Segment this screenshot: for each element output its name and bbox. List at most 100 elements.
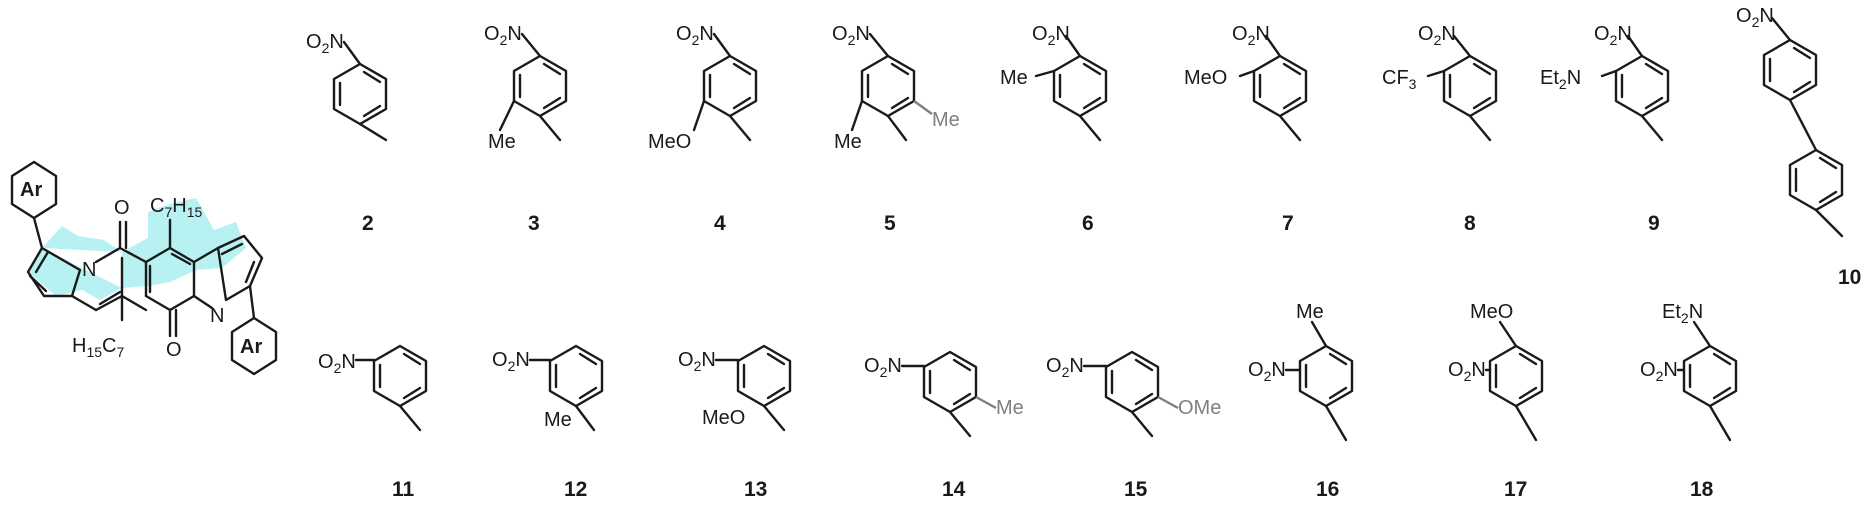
compound-6: O2N Me 6: [1000, 23, 1108, 235]
bond: [1514, 404, 1538, 442]
bond: [913, 100, 933, 115]
bond: [1626, 34, 1644, 58]
bond: [144, 294, 172, 312]
o2n-label: O2N: [832, 23, 870, 48]
bond: [1324, 404, 1348, 442]
o2n-label: O2N: [492, 349, 530, 374]
ome-gray-label: OMe: [1178, 397, 1221, 419]
benzene-ring: [860, 54, 916, 118]
bond: [1788, 98, 1818, 152]
bond: [1078, 114, 1102, 142]
bond: [574, 404, 596, 432]
compound-10: O2N 10: [1736, 5, 1861, 289]
bond: [98, 290, 122, 306]
bond: [850, 99, 864, 132]
benzene-ring: [1298, 344, 1354, 408]
o2n-label: O2N: [1640, 359, 1678, 384]
compound-9: O2N Et2N 9: [1540, 23, 1670, 235]
o2n-label: O2N: [1032, 23, 1070, 48]
me-label: Me: [1000, 67, 1028, 89]
benzene-ring: [1488, 344, 1544, 408]
c7h15-top-label: C7H15: [150, 195, 202, 220]
o2n-label: O2N: [1448, 359, 1486, 384]
compound-label: 9: [1648, 212, 1660, 235]
benzene-ring: [1442, 54, 1498, 118]
benzene-ring: [736, 344, 792, 408]
ar-right-label: Ar: [240, 336, 262, 358]
o2n-label: O2N: [1046, 355, 1084, 380]
compound-16: Me O2N 16: [1248, 301, 1354, 501]
bond: [358, 122, 388, 142]
bond: [975, 395, 997, 410]
compound-label: 8: [1464, 212, 1476, 235]
benzene-ring: [1682, 344, 1738, 408]
bond: [520, 32, 542, 58]
me-label: Me: [544, 409, 572, 431]
compound-label: 11: [392, 478, 415, 501]
bond: [192, 246, 220, 264]
bond: [70, 294, 98, 312]
compound-8: O2N CF3 8: [1382, 23, 1498, 235]
benzene-ring: [372, 344, 428, 408]
n-left-label: N: [82, 259, 96, 281]
h15c7-bottom-label: H15C7: [72, 335, 124, 360]
n-right-label: N: [210, 305, 224, 327]
o2n-label: O2N: [484, 23, 522, 48]
bond: [1770, 16, 1792, 42]
bond: [398, 404, 422, 432]
benzene-ring-bottom: [1788, 148, 1844, 212]
compound-label: 15: [1124, 478, 1148, 501]
benzene-ring: [1052, 54, 1108, 118]
bond: [1157, 395, 1179, 410]
compound-label: 18: [1690, 478, 1714, 501]
o2n-label: O2N: [1232, 23, 1270, 48]
right-pyrrole-ring: [216, 234, 264, 302]
compound-label: 7: [1282, 212, 1294, 235]
compound-label: 3: [528, 212, 540, 235]
compound-label: 10: [1838, 266, 1861, 289]
bond: [342, 40, 362, 66]
bond: [168, 294, 196, 312]
o2n-label: O2N: [1736, 5, 1774, 30]
bond: [1498, 320, 1518, 348]
bond: [1814, 208, 1844, 238]
bond: [1034, 69, 1056, 78]
compound-label: 2: [362, 212, 374, 235]
bond: [170, 252, 192, 266]
benzene-ring-top: [1762, 38, 1818, 102]
bond: [712, 32, 732, 58]
bond: [1310, 320, 1328, 348]
bond: [762, 404, 786, 432]
o2n-label: O2N: [1594, 23, 1632, 48]
compound-label: 5: [884, 212, 896, 235]
benzene-ring: [332, 62, 388, 126]
bond: [28, 274, 48, 293]
bond: [1692, 320, 1712, 348]
compound-7: O2N MeO 7: [1184, 23, 1308, 235]
bond: [220, 242, 244, 256]
ar-right-ring: [230, 316, 278, 376]
benzene-ring: [548, 344, 604, 408]
bond: [94, 294, 124, 312]
bond: [192, 294, 214, 310]
compound-13: O2N MeO 13: [678, 344, 792, 501]
et2n-label: Et2N: [1662, 301, 1703, 326]
me-label: Me: [488, 131, 516, 153]
bond: [692, 99, 706, 132]
bond: [1130, 410, 1154, 438]
bond: [1238, 69, 1256, 78]
benzene-ring: [512, 54, 568, 118]
bond: [1264, 34, 1282, 58]
o2n-label: O2N: [864, 355, 902, 380]
o2n-label: O2N: [678, 349, 716, 374]
et2n-label: Et2N: [1540, 67, 1581, 92]
o-top-label: O: [114, 197, 130, 219]
bond: [1278, 114, 1302, 142]
benzene-ring: [1252, 54, 1308, 118]
compound-2: O2N 2: [306, 31, 388, 235]
bond: [1600, 69, 1618, 78]
compound-5: O2N Me Me 5: [832, 23, 960, 235]
bond: [168, 246, 196, 264]
compound-label: 13: [744, 478, 767, 501]
